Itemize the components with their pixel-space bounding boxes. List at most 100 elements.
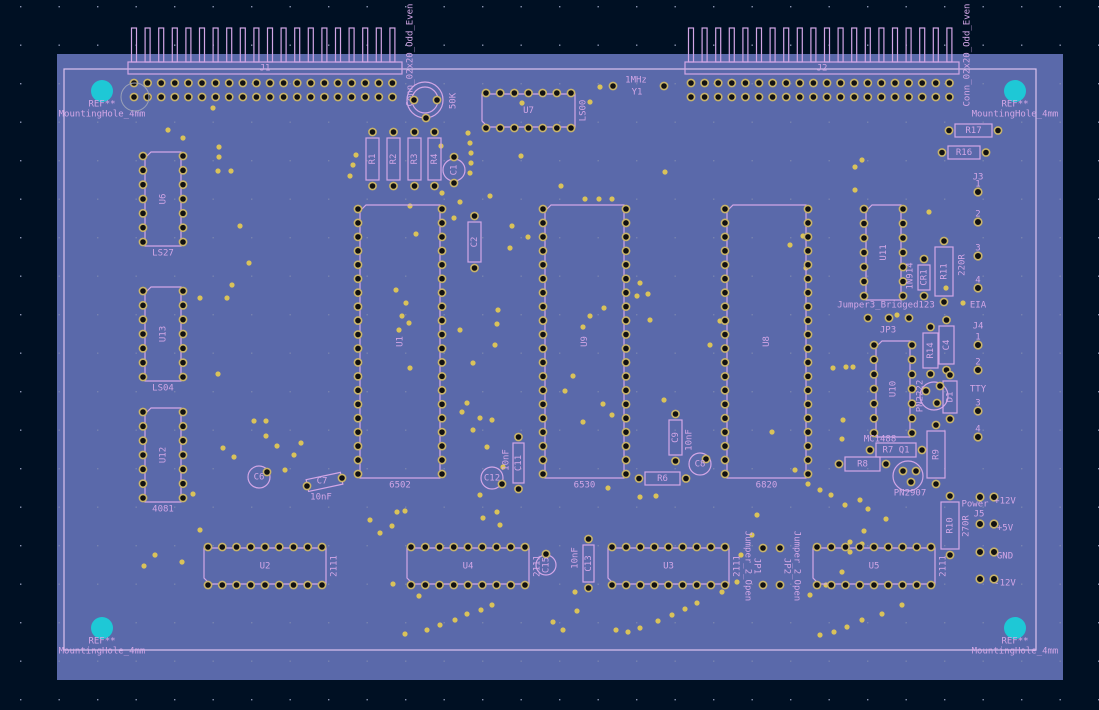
pad[interactable] bbox=[621, 399, 631, 409]
component-r6[interactable]: R6 bbox=[634, 471, 691, 486]
pad[interactable] bbox=[317, 542, 327, 552]
pad[interactable] bbox=[138, 237, 148, 247]
pad[interactable] bbox=[720, 358, 730, 367]
pad[interactable] bbox=[981, 148, 991, 157]
transistor-q1[interactable]: PN2907 bbox=[892, 460, 926, 499]
pad[interactable] bbox=[921, 386, 931, 396]
pad[interactable] bbox=[795, 78, 805, 88]
pad[interactable] bbox=[437, 218, 447, 228]
pad[interactable] bbox=[649, 580, 659, 590]
pad[interactable] bbox=[514, 432, 523, 442]
pad[interactable] bbox=[217, 580, 227, 590]
pad[interactable] bbox=[463, 580, 473, 590]
pad[interactable] bbox=[937, 148, 947, 157]
pad[interactable] bbox=[178, 208, 188, 218]
pad[interactable] bbox=[649, 542, 659, 552]
pad[interactable] bbox=[178, 421, 188, 431]
pad[interactable] bbox=[917, 92, 927, 102]
pad[interactable] bbox=[251, 92, 261, 102]
component-c12[interactable]: C12 bbox=[480, 466, 507, 490]
pad[interactable] bbox=[758, 580, 768, 590]
pad[interactable] bbox=[317, 580, 327, 590]
pad[interactable] bbox=[437, 316, 447, 325]
pad[interactable] bbox=[509, 88, 519, 98]
component-d1[interactable]: D1 bbox=[942, 370, 958, 424]
component-r1[interactable]: R1 bbox=[365, 127, 380, 191]
pad[interactable] bbox=[470, 263, 479, 273]
pad[interactable] bbox=[302, 481, 312, 491]
pad[interactable] bbox=[768, 92, 777, 102]
pad[interactable] bbox=[869, 340, 879, 350]
pad[interactable] bbox=[898, 233, 908, 243]
pad[interactable] bbox=[869, 355, 879, 365]
pad[interactable] bbox=[859, 262, 869, 272]
pad[interactable] bbox=[621, 441, 631, 451]
pad[interactable] bbox=[292, 92, 302, 102]
pad[interactable] bbox=[822, 78, 832, 88]
pad[interactable] bbox=[430, 181, 439, 191]
pad[interactable] bbox=[156, 78, 166, 88]
pad[interactable] bbox=[659, 81, 669, 91]
pad[interactable] bbox=[449, 580, 459, 590]
pad[interactable] bbox=[803, 371, 813, 381]
pad[interactable] bbox=[803, 204, 813, 214]
pad[interactable] bbox=[279, 78, 288, 88]
pad[interactable] bbox=[621, 427, 631, 437]
pad[interactable] bbox=[492, 580, 501, 590]
pad[interactable] bbox=[973, 432, 983, 442]
pad[interactable] bbox=[720, 413, 730, 423]
pad[interactable] bbox=[681, 474, 691, 483]
pad[interactable] bbox=[178, 493, 188, 503]
pad[interactable] bbox=[926, 580, 936, 590]
pad[interactable] bbox=[138, 436, 148, 446]
pad[interactable] bbox=[989, 574, 999, 584]
pad[interactable] bbox=[727, 78, 737, 88]
pad[interactable] bbox=[890, 92, 900, 102]
pad[interactable] bbox=[538, 344, 548, 353]
pad[interactable] bbox=[524, 88, 533, 98]
pad[interactable] bbox=[353, 260, 363, 270]
pad[interactable] bbox=[470, 211, 479, 221]
pad[interactable] bbox=[863, 92, 873, 102]
pad[interactable] bbox=[138, 407, 148, 417]
pad[interactable] bbox=[931, 420, 941, 430]
pad[interactable] bbox=[686, 78, 696, 88]
pad[interactable] bbox=[449, 178, 459, 188]
pad[interactable] bbox=[178, 237, 188, 247]
pad[interactable] bbox=[520, 542, 530, 552]
pad[interactable] bbox=[678, 580, 688, 590]
pad[interactable] bbox=[869, 428, 879, 438]
pad[interactable] bbox=[975, 547, 985, 557]
pad[interactable] bbox=[481, 88, 491, 98]
pad[interactable] bbox=[621, 302, 631, 312]
pad[interactable] bbox=[803, 385, 813, 395]
pad[interactable] bbox=[437, 344, 447, 353]
pad[interactable] bbox=[506, 580, 516, 590]
pad[interactable] bbox=[353, 358, 363, 367]
pad[interactable] bbox=[621, 413, 631, 423]
pad[interactable] bbox=[353, 385, 363, 395]
pad[interactable] bbox=[621, 274, 631, 284]
pad[interactable] bbox=[809, 92, 818, 102]
pad[interactable] bbox=[803, 455, 813, 465]
pad[interactable] bbox=[944, 126, 954, 135]
pad[interactable] bbox=[238, 92, 248, 102]
pad[interactable] bbox=[907, 399, 917, 409]
pad[interactable] bbox=[607, 542, 617, 552]
pad[interactable] bbox=[430, 127, 439, 137]
pad[interactable] bbox=[265, 92, 275, 102]
pad[interactable] bbox=[138, 315, 148, 325]
pad[interactable] bbox=[898, 262, 908, 272]
pad[interactable] bbox=[713, 92, 723, 102]
pad[interactable] bbox=[720, 469, 730, 479]
pad[interactable] bbox=[520, 580, 530, 590]
pad[interactable] bbox=[178, 407, 188, 417]
pad[interactable] bbox=[138, 329, 148, 339]
